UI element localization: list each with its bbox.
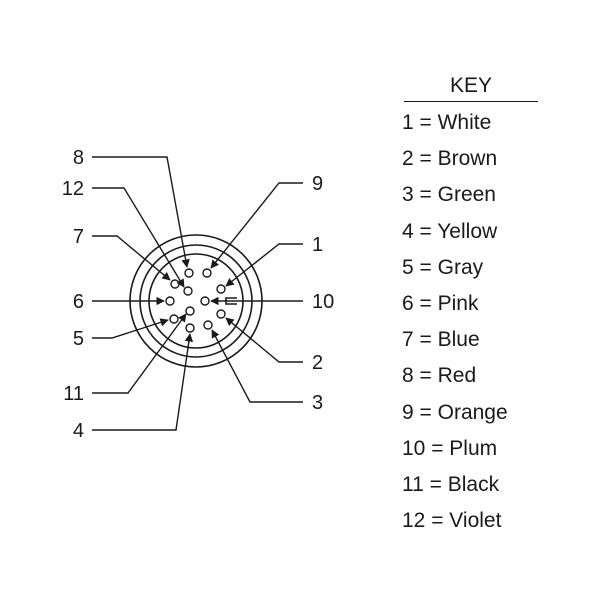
key-list: 1 = White 2 = Brown 3 = Green 4 = Yellow… — [402, 108, 508, 542]
key-item: 1 = White — [402, 111, 492, 134]
leader-line-3 — [211, 329, 303, 403]
key-item: 5 = Gray — [402, 255, 484, 279]
callout-7: 7 — [73, 226, 84, 248]
callout-8: 8 — [73, 147, 84, 169]
pin-3 — [203, 320, 213, 330]
leader-line-2 — [225, 317, 303, 363]
leader-line-8 — [92, 156, 190, 268]
leader-line-11 — [92, 313, 187, 394]
callout-1: 1 — [312, 234, 323, 256]
pin-callouts: 1 2 3 4 5 6 7 8 9 10 11 12 — [62, 147, 335, 442]
leader-line-4 — [92, 333, 194, 431]
callout-3: 3 — [312, 392, 323, 414]
pin-11 — [185, 306, 195, 316]
leader-line-7 — [92, 235, 171, 281]
callout-6: 6 — [73, 291, 84, 313]
callout-12: 12 — [62, 178, 84, 200]
pin-8 — [184, 268, 194, 278]
pin-5 — [169, 314, 179, 324]
key-item: 10 = Plum — [402, 436, 498, 460]
callout-10: 10 — [312, 291, 334, 313]
callout-4: 4 — [73, 420, 84, 442]
pin-10 — [200, 296, 210, 306]
leader-line-9 — [210, 182, 303, 269]
pin-6 — [165, 296, 175, 306]
callout-2: 2 — [312, 352, 323, 374]
key-item: 3 = Green — [402, 183, 496, 207]
key-item: 12 = Violet — [402, 509, 502, 533]
callout-11: 11 — [63, 383, 84, 405]
key-title: KEY — [404, 74, 538, 102]
key-item: 2 = Brown — [402, 147, 498, 171]
key-item: 8 = Red — [402, 364, 477, 388]
callout-9: 9 — [312, 173, 323, 195]
pin-9 — [202, 268, 212, 278]
key-item: 9 = Orange — [402, 400, 508, 424]
pin-1 — [216, 284, 226, 294]
key-item: 11 = Black — [402, 472, 500, 496]
pin-2 — [216, 309, 226, 319]
key-item: 4 = Yellow — [402, 219, 498, 243]
leader-line-12 — [92, 187, 185, 288]
key-item: 7 = Blue — [402, 328, 480, 352]
pin-4 — [185, 323, 195, 333]
leader-line-1 — [225, 243, 303, 287]
pin-7 — [170, 279, 180, 289]
callout-5: 5 — [73, 328, 84, 350]
key-item: 6 = Pink — [402, 291, 479, 315]
leader-lines — [92, 156, 303, 431]
pin-12 — [183, 286, 193, 296]
leader-line-5 — [92, 318, 169, 339]
